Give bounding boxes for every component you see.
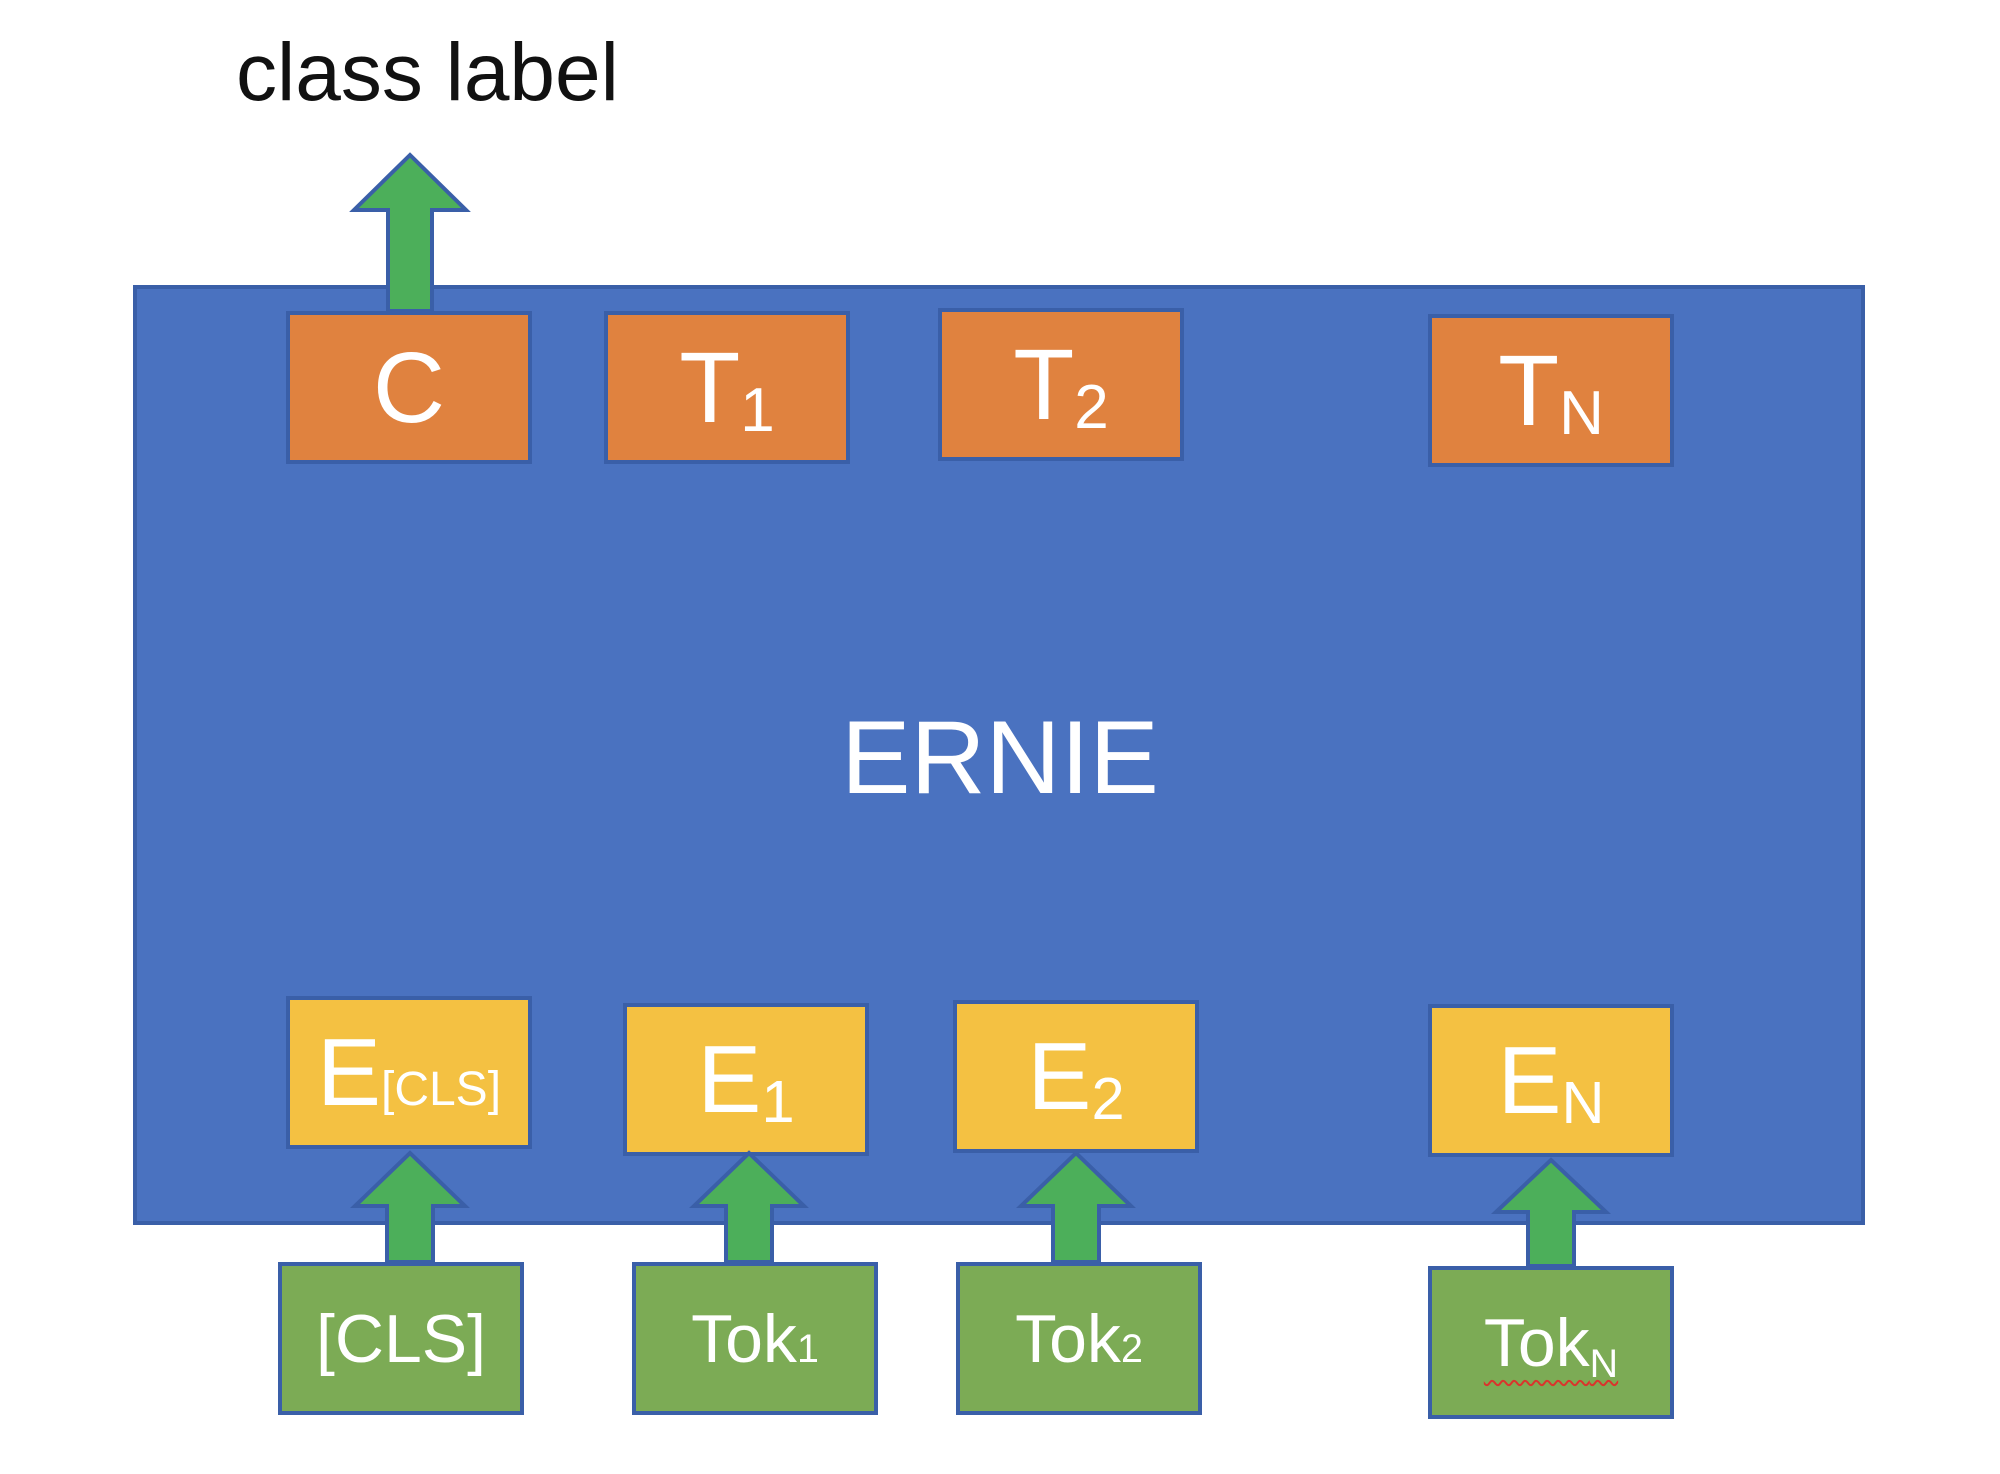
arrow-up-token-1 [689, 1150, 809, 1264]
token-box-tokn-text: TokN [1484, 1309, 1618, 1384]
token-box-tok2-sub: 2 [1120, 1326, 1143, 1371]
embedding-box-en-sub: N [1561, 1069, 1605, 1137]
output-box-t1-main: T [679, 331, 741, 444]
embedding-box-e2-main: E [1027, 1022, 1092, 1130]
output-box-tn-sub: N [1559, 379, 1604, 449]
token-box-tokn: TokN [1428, 1266, 1674, 1419]
embedding-box-cls-main: E [316, 1018, 381, 1126]
output-box-c-text: C [372, 331, 446, 444]
embedding-box-e1-main: E [697, 1025, 762, 1133]
token-box-tok2-main: Tok [1015, 1300, 1121, 1377]
arrow-up-cls-output [349, 152, 471, 313]
embedding-box-en-main: E [1497, 1026, 1562, 1134]
output-box-t2-sub: 2 [1074, 373, 1109, 443]
ernie-model-label: ERNIE [841, 700, 1159, 816]
output-box-t1-sub: 1 [740, 376, 775, 446]
output-box-tn-main: T [1498, 334, 1560, 447]
token-box-cls-text: [CLS] [315, 1300, 487, 1377]
token-box-tok1-sub: 1 [796, 1326, 819, 1371]
arrow-up-token-cls [350, 1150, 470, 1264]
token-box-cls: [CLS] [278, 1262, 524, 1415]
token-box-tokn-sub: N [1589, 1341, 1619, 1386]
output-box-t2-main: T [1013, 328, 1075, 441]
embedding-box-e1-sub: 1 [761, 1068, 795, 1136]
arrow-up-token-2 [1016, 1150, 1136, 1264]
token-box-tok1-main: Tok [691, 1300, 797, 1377]
embedding-box-cls: E[CLS] [286, 996, 532, 1149]
class-label-title: class label [236, 27, 619, 118]
embedding-box-e2-sub: 2 [1091, 1065, 1125, 1133]
arrow-up-token-n [1490, 1157, 1612, 1268]
token-box-tokn-main: Tok [1483, 1304, 1590, 1381]
embedding-box-cls-sub: [CLS] [380, 1062, 502, 1116]
